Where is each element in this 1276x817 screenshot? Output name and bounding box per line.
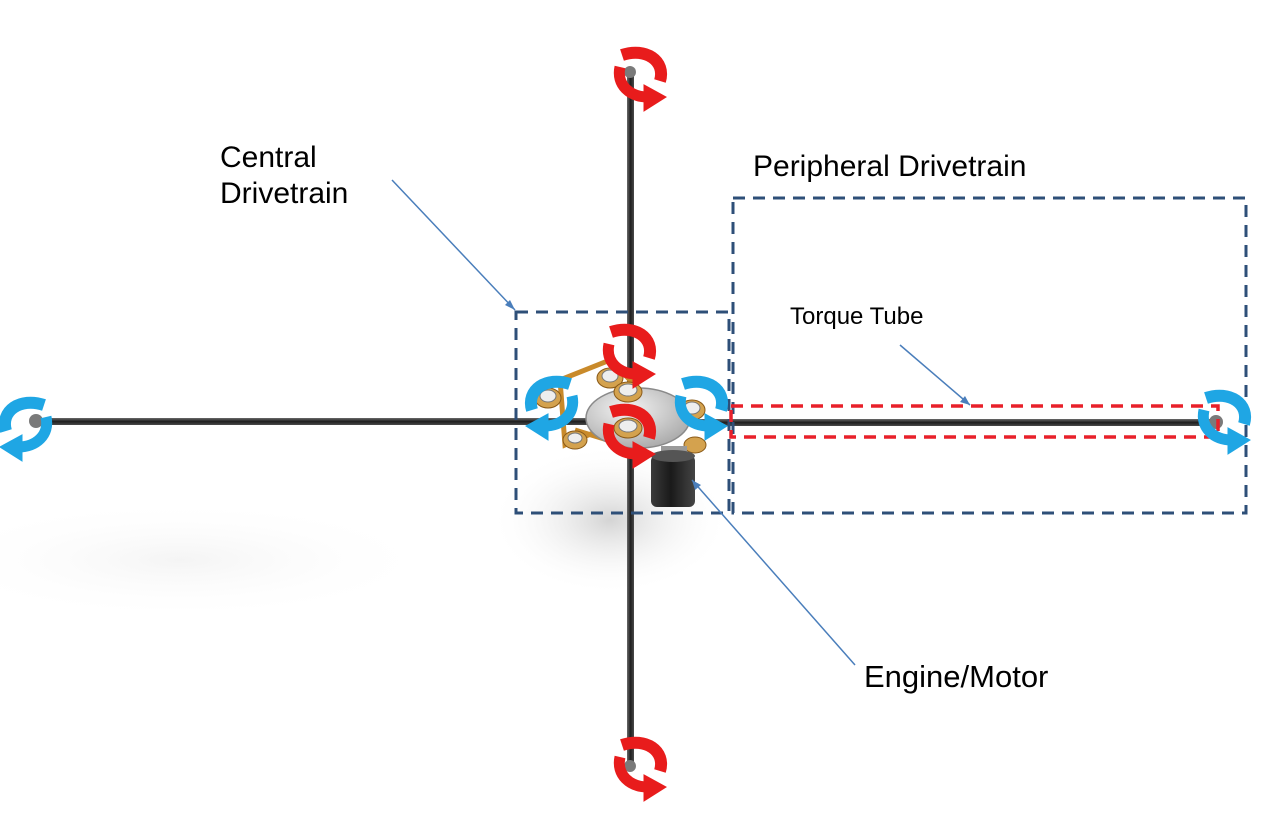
top-shaft-end [624, 66, 636, 78]
motor-top [651, 450, 695, 462]
central-drivetrain-label-line2: Drivetrain [220, 177, 349, 210]
engine-motor-label: Engine/Motor [864, 659, 1049, 694]
pulley [596, 367, 624, 389]
curved-rotation-arrow-icon [619, 53, 666, 111]
central-drivetrain-label: Central Drivetrain [220, 140, 348, 212]
torque-tube-label: Torque Tube [790, 303, 924, 330]
left-shaft-end [29, 414, 43, 428]
central-leader-arrowhead [505, 300, 515, 310]
torque-tube-shaft [690, 419, 1220, 426]
torque-leader-line [899, 344, 971, 406]
curved-rotation-arrow-icon [1203, 396, 1250, 454]
motor-body [651, 455, 695, 507]
peripheral-drivetrain-box [731, 196, 1248, 515]
curved-rotation-arrow-icon [0, 403, 47, 461]
peripheral-drivetrain-label: Peripheral Drivetrain [753, 150, 1027, 183]
torque-leader-arrowhead [960, 396, 970, 405]
curved-rotation-arrow-icon [619, 743, 666, 801]
bottom-shaft-end [624, 760, 636, 772]
central-drivetrain-box [514, 310, 731, 515]
pulley [683, 436, 707, 454]
pulley [562, 430, 588, 450]
pulley [613, 417, 643, 439]
torque-tube-box [729, 404, 1220, 439]
left-shaft [35, 418, 595, 425]
central-leader-line [391, 179, 516, 311]
floor-shadow [0, 500, 440, 620]
engine-leader-line [691, 479, 856, 666]
engine-leader-arrowhead [692, 480, 701, 490]
central-drivetrain-label-line1: Central [220, 141, 317, 174]
